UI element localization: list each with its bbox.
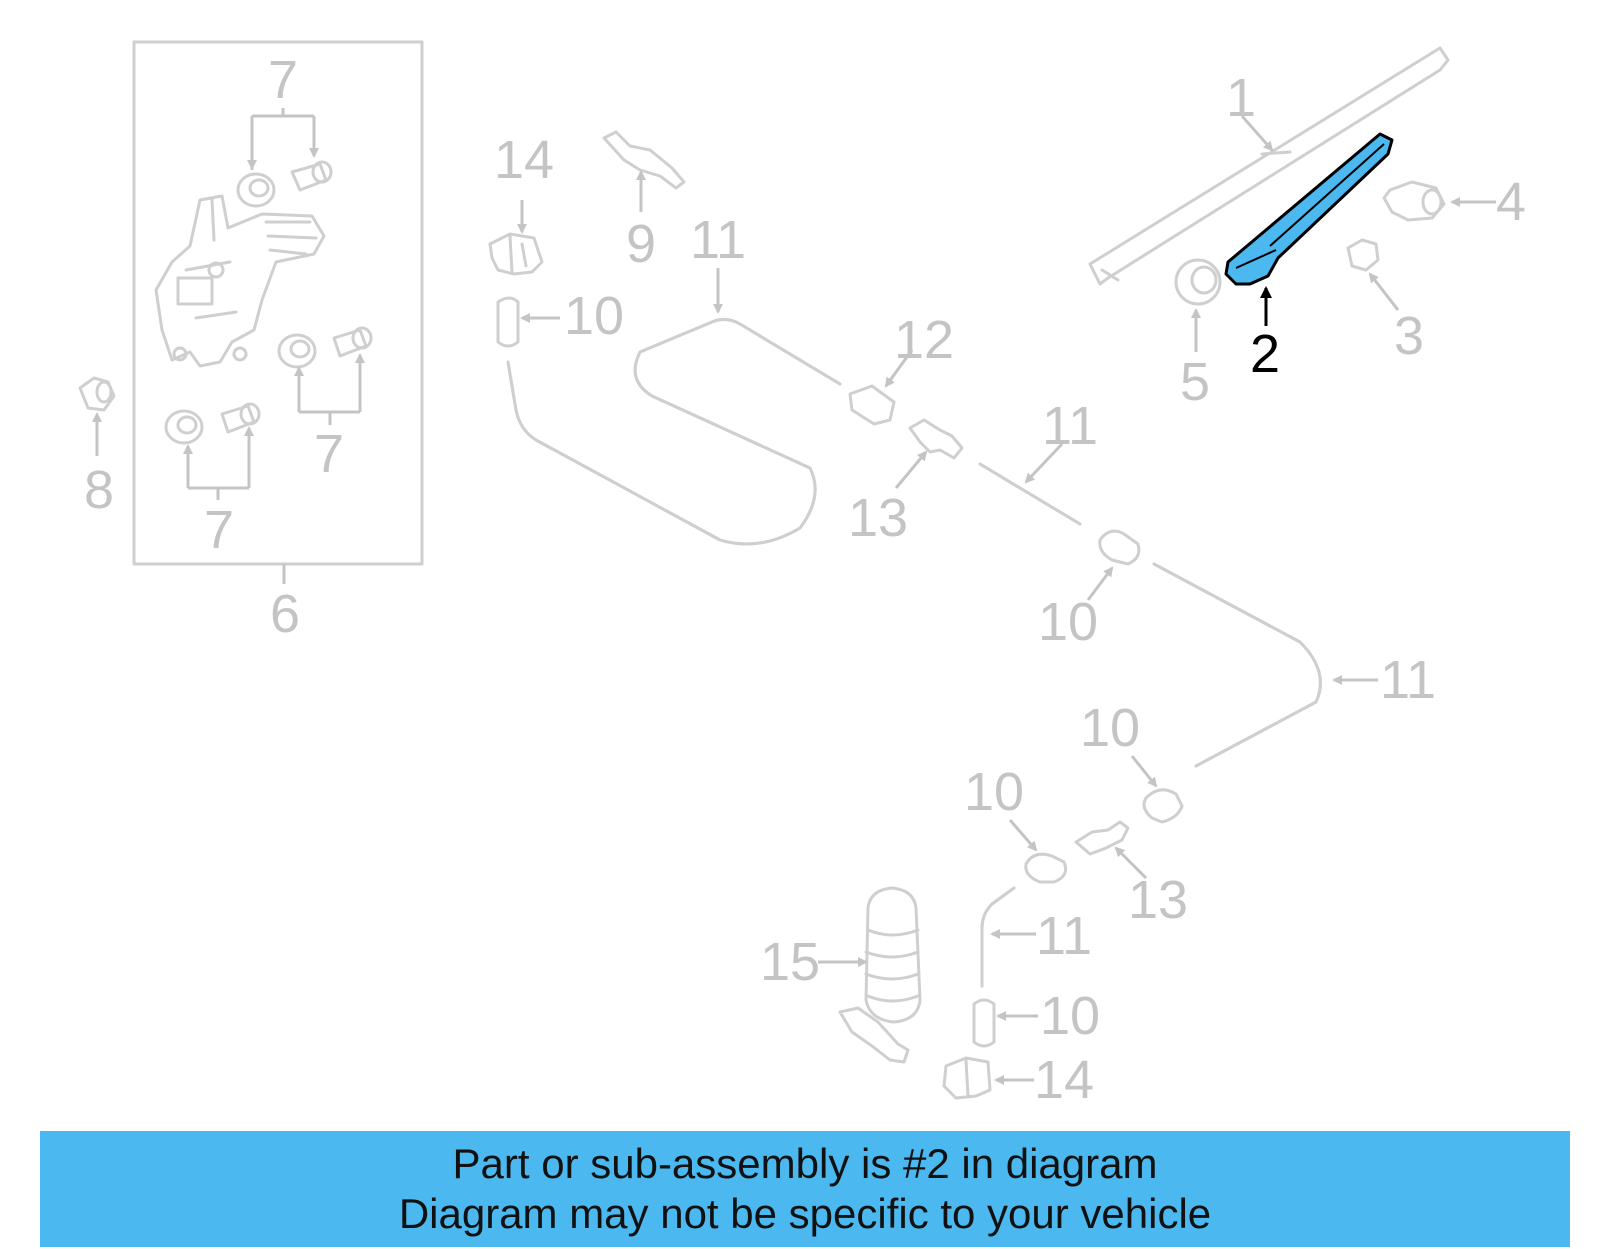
callout-6: 6 [270, 584, 300, 644]
callout-10-top: 10 [564, 286, 624, 346]
callout-4: 4 [1496, 172, 1526, 232]
callout-15: 15 [760, 932, 820, 992]
callout-7-top: 7 [268, 50, 298, 110]
callout-14-bottom: 14 [1034, 1050, 1094, 1110]
pivot-cap-4[interactable] [1382, 180, 1446, 222]
banner-line-part: Part or sub-assembly is #2 in diagram [452, 1140, 1158, 1187]
motor-assembly-frame [132, 40, 424, 566]
callout-5: 5 [1180, 352, 1210, 412]
hose-11-upper[interactable] [506, 317, 842, 546]
connector-10-top[interactable] [496, 296, 520, 348]
callout-11-right: 11 [1380, 650, 1436, 710]
connector-10-mid[interactable] [1098, 529, 1141, 566]
washer-pump-15[interactable] [838, 886, 922, 1064]
callout-12: 12 [894, 310, 954, 370]
callout-7-right: 7 [314, 424, 344, 484]
nut-3[interactable] [1346, 238, 1380, 272]
callout-10-lower-left: 10 [964, 762, 1024, 822]
callout-10-mid: 10 [1038, 592, 1098, 652]
callout-13-lower: 13 [1128, 870, 1188, 930]
wiper-blade-1[interactable] [1088, 46, 1450, 286]
hose-11-right[interactable] [1152, 562, 1322, 768]
callout-1: 1 [1226, 68, 1256, 128]
clamp-14-bottom[interactable] [942, 1056, 992, 1100]
callout-11-top: 11 [690, 210, 746, 270]
callout-14-top: 14 [494, 130, 554, 190]
bolt-top[interactable] [290, 160, 333, 192]
grommet-5[interactable] [1174, 258, 1222, 306]
hose-11-mid[interactable] [978, 462, 1082, 526]
check-valve-12[interactable] [848, 384, 896, 426]
callout-3: 3 [1394, 306, 1424, 366]
wiper-arm-2-highlighted[interactable] [1224, 132, 1394, 286]
connector-10-lower-right[interactable] [1142, 788, 1184, 824]
callout-7-bottom: 7 [204, 500, 234, 560]
clamp-14-top[interactable] [488, 232, 544, 276]
bolt-right[interactable] [332, 326, 373, 358]
grommet-top[interactable] [236, 172, 276, 208]
callout-10-bottom: 10 [1040, 986, 1100, 1046]
callout-2: 2 [1250, 324, 1280, 384]
info-banner: Part or sub-assembly is #2 in diagram Di… [40, 1131, 1570, 1247]
wiper-motor-group [132, 40, 424, 584]
callout-11-mid: 11 [1042, 396, 1098, 456]
callout-11-lower: 11 [1036, 906, 1092, 966]
callout-10-lower-right: 10 [1080, 698, 1140, 758]
grommet-bottom[interactable] [164, 409, 204, 445]
callout-13-upper: 13 [848, 488, 908, 548]
wiper-motor[interactable] [154, 194, 326, 368]
bolt-bottom[interactable] [220, 402, 261, 434]
clip-9[interactable] [602, 130, 686, 190]
connector-10-bottom[interactable] [972, 998, 996, 1048]
joint-13-lower[interactable] [1074, 820, 1130, 856]
hose-11-lower[interactable] [980, 886, 1016, 988]
callout-9: 9 [626, 214, 656, 274]
connector-10-lower-left[interactable] [1024, 852, 1068, 884]
joint-13-upper[interactable] [908, 418, 964, 460]
nut-8[interactable] [78, 376, 116, 412]
callout-8: 8 [84, 460, 114, 520]
grommet-right[interactable] [277, 333, 317, 369]
banner-line-disclaimer: Diagram may not be specific to your vehi… [398, 1190, 1212, 1237]
